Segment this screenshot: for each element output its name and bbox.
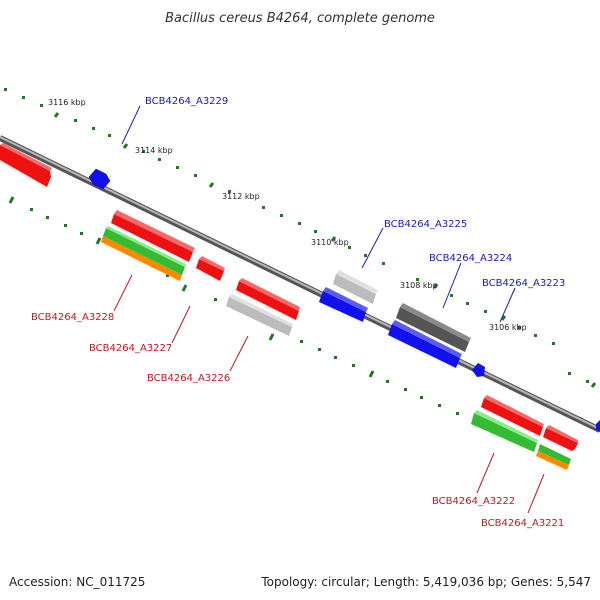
gene-label: BCB4264_A3228 xyxy=(31,312,114,323)
genome-stats-text: Topology: circular; Length: 5,419,036 bp… xyxy=(260,575,591,589)
gene-label: BCB4264_A3223 xyxy=(482,278,565,289)
gene-A3221-orange[interactable] xyxy=(536,451,569,470)
gene-edge-right[interactable] xyxy=(596,420,600,432)
label-A3221[interactable]: BCB4264_A3221 xyxy=(481,473,564,529)
gene-A3225-gray[interactable] xyxy=(333,270,378,304)
gene-A3222-red[interactable] xyxy=(481,395,544,436)
gene-label: BCB4264_A3225 xyxy=(384,219,467,230)
label-A3226[interactable]: BCB4264_A3226 xyxy=(147,335,249,384)
label-A3228[interactable]: BCB4264_A3228 xyxy=(31,274,133,323)
gene-A3229[interactable] xyxy=(88,168,111,190)
gene-label: BCB4264_A3227 xyxy=(89,343,172,354)
label-A3225[interactable]: BCB4264_A3225 xyxy=(361,219,467,269)
gene-A3228-orange[interactable] xyxy=(101,236,182,281)
tick-label: 3108 kbp xyxy=(400,281,438,290)
gene-A3222-green[interactable] xyxy=(471,410,538,452)
outer-major-ticks xyxy=(53,112,597,388)
tick-label: 3114 kbp xyxy=(135,146,173,155)
tick-label: 3110 kbp xyxy=(311,238,349,247)
gene-left-red[interactable] xyxy=(0,143,52,187)
label-A3223[interactable]: BCB4264_A3223 xyxy=(482,278,565,323)
label-A3229[interactable]: BCB4264_A3229 xyxy=(121,96,228,145)
label-A3227[interactable]: BCB4264_A3227 xyxy=(89,305,191,354)
gene-A3225-blue[interactable] xyxy=(319,287,368,322)
gene-A3226-gray[interactable] xyxy=(226,294,293,336)
gene-label: BCB4264_A3226 xyxy=(147,373,230,384)
gene-A3228-red[interactable] xyxy=(111,210,195,262)
tick-label: 3116 kbp xyxy=(48,98,86,107)
gene-A3223[interactable] xyxy=(472,363,485,377)
gene-A3227-red[interactable] xyxy=(196,256,225,281)
gene-A3221-green[interactable] xyxy=(538,444,571,465)
gene-A3224-darkgray[interactable] xyxy=(396,303,471,352)
gene-A3228-green[interactable] xyxy=(103,226,186,275)
gene-label: BCB4264_A3224 xyxy=(429,253,512,264)
kbp-labels: 3116 kbp 3114 kbp 3112 kbp 3110 kbp 3108… xyxy=(48,98,527,332)
map-title: Bacillus cereus B4264, complete genome xyxy=(165,11,435,26)
inner-major-ticks xyxy=(8,196,375,378)
gene-A3224-blue[interactable] xyxy=(388,320,462,368)
gene-A3226-red[interactable] xyxy=(236,278,300,320)
tick-label: 3112 kbp xyxy=(222,192,260,201)
tick-label: 3106 kbp xyxy=(489,323,527,332)
label-A3224[interactable]: BCB4264_A3224 xyxy=(429,253,512,309)
accession-text: Accession: NC_011725 xyxy=(9,575,145,589)
gene-A3221-red[interactable] xyxy=(543,425,578,451)
gene-label: BCB4264_A3222 xyxy=(432,496,515,507)
gene-label: BCB4264_A3229 xyxy=(145,96,228,107)
gene-label: BCB4264_A3221 xyxy=(481,518,564,529)
outer-tick-ring xyxy=(4,88,589,383)
label-A3222[interactable]: BCB4264_A3222 xyxy=(432,452,515,507)
